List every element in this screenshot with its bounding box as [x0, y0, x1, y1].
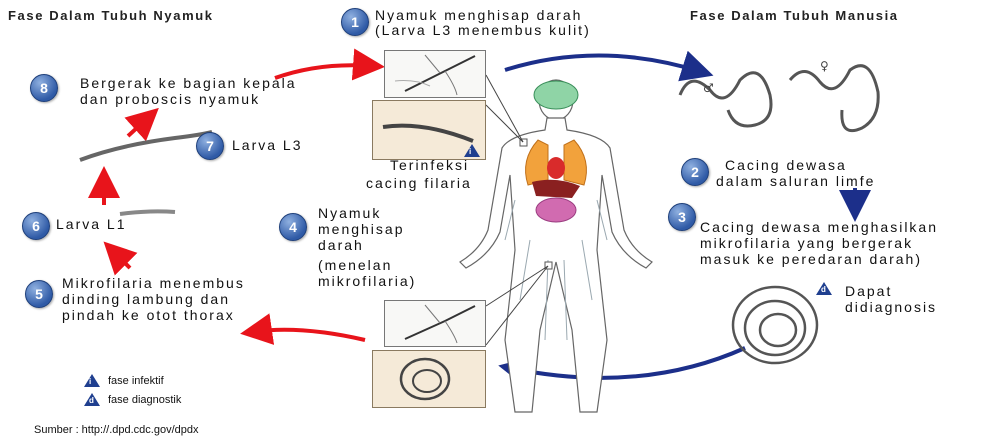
- arrow-red-7-8: [128, 116, 150, 136]
- step-6-label: Larva L1: [56, 217, 126, 232]
- step-2-line2: dalam saluran limfe: [716, 174, 875, 189]
- infective-stage-icon: i: [464, 144, 480, 157]
- step-4-line5: mikrofilaria): [318, 274, 416, 289]
- step-5-line2: dinding lambung dan: [62, 292, 230, 307]
- adult-worms: [680, 66, 878, 131]
- step-3-line3: masuk ke peredaran darah): [700, 252, 922, 267]
- microfilaria-coil: [733, 287, 817, 363]
- step-5-line3: pindah ke otot thorax: [62, 308, 235, 323]
- infected-line2: cacing filaria: [366, 176, 472, 191]
- microfilaria-panel-bottom: [372, 350, 486, 408]
- diagnosable-line1: Dapat: [845, 284, 892, 299]
- step-8-line2: dan proboscis nyamuk: [80, 92, 260, 107]
- step-1-line1: Nyamuk menghisap darah: [375, 8, 582, 23]
- diagnosable-line2: didiagnosis: [845, 300, 937, 315]
- arrow-red-bottom: [252, 330, 365, 340]
- step-5-line1: Mikrofilaria menembus: [62, 276, 245, 291]
- step-8-badge: 8: [30, 74, 58, 102]
- male-symbol: ♂: [703, 81, 714, 95]
- step-7-badge: 7: [196, 132, 224, 160]
- arrow-blue-top: [505, 55, 702, 72]
- heart: [547, 157, 565, 179]
- diagnostic-stage-icon: d: [816, 282, 832, 295]
- step-6-badge: 6: [22, 212, 50, 240]
- step-1-badge: 1: [341, 8, 369, 36]
- arrow-blue-bottom: [510, 348, 745, 378]
- step-4-badge: 4: [279, 213, 307, 241]
- human-body: [460, 80, 652, 412]
- mosquito-bite-panel-top: [384, 50, 486, 98]
- female-symbol: ♀: [820, 59, 829, 73]
- legend-infective-icon: i: [84, 374, 100, 387]
- infected-line1: Terinfeksi: [390, 158, 469, 173]
- legend-diagnostic-icon: d: [84, 393, 100, 406]
- step-4-line4: (menelan: [318, 258, 392, 273]
- step-2-line1: Cacing dewasa: [725, 158, 847, 173]
- intestines: [536, 198, 576, 222]
- source-citation: Sumber : http://.dpd.cdc.gov/dpdx: [34, 424, 198, 436]
- larva-l3-worm: [80, 132, 212, 160]
- step-8-line1: Bergerak ke bagian kepala: [80, 76, 297, 91]
- step-2-badge: 2: [681, 158, 709, 186]
- step-3-line1: Cacing dewasa menghasilkan: [700, 220, 938, 235]
- step-3-badge: 3: [668, 203, 696, 231]
- brain: [534, 81, 578, 109]
- step-3-line2: mikrofilaria yang bergerak: [700, 236, 913, 251]
- step-4-line1: Nyamuk: [318, 206, 381, 221]
- step-5-badge: 5: [25, 280, 53, 308]
- step-4-line2: menghisap: [318, 222, 405, 237]
- arrow-red-5-6: [112, 250, 130, 268]
- step-4-line3: darah: [318, 238, 364, 253]
- larva-l1-worm: [120, 211, 175, 214]
- step-1-line2: (Larva L3 menembus kulit): [375, 23, 591, 38]
- step-7-label: Larva L3: [232, 138, 302, 153]
- mosquito-bite-panel-bottom: [384, 300, 486, 347]
- legend-diagnostic-label: fase diagnostik: [108, 394, 181, 406]
- legend-infective-label: fase infektif: [108, 375, 164, 387]
